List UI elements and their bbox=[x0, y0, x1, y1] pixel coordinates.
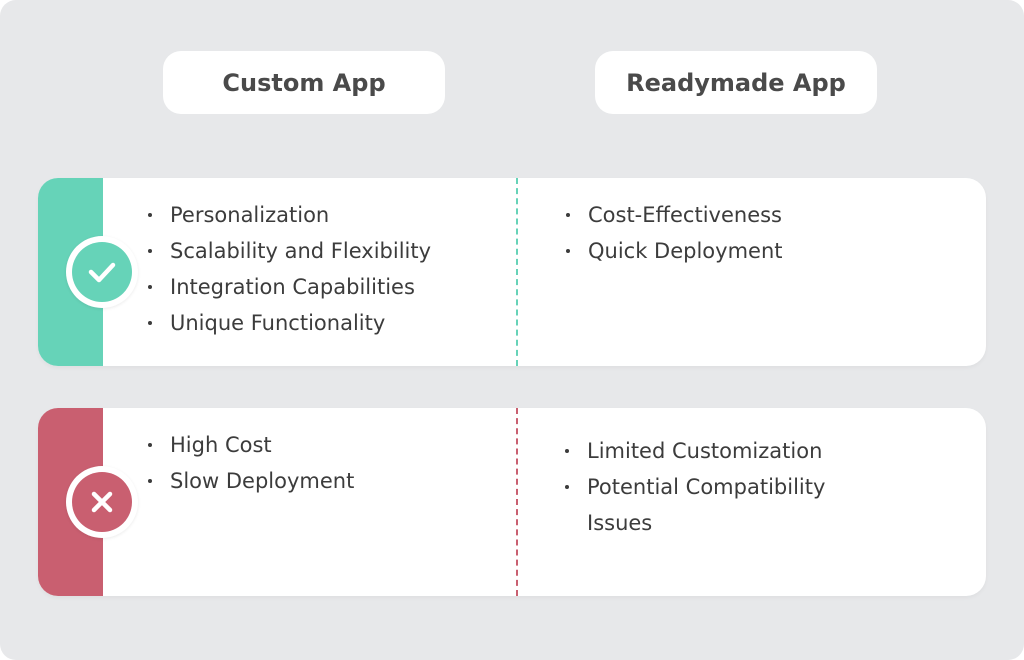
list-item: Quick Deployment bbox=[566, 233, 783, 269]
custom-app-cons-list: High Cost Slow Deployment bbox=[148, 427, 354, 499]
custom-app-pros-list: Personalization Scalability and Flexibil… bbox=[148, 197, 431, 341]
list-item: High Cost bbox=[148, 427, 354, 463]
readymade-app-header-label: Readymade App bbox=[626, 68, 846, 97]
pros-divider bbox=[516, 178, 518, 366]
cons-row: High Cost Slow Deployment Limited Custom… bbox=[38, 408, 986, 596]
check-icon bbox=[88, 262, 116, 283]
pros-badge-inner bbox=[72, 242, 132, 302]
list-item: Slow Deployment bbox=[148, 463, 354, 499]
list-item: Scalability and Flexibility bbox=[148, 233, 431, 269]
cons-badge-inner bbox=[72, 472, 132, 532]
pros-badge bbox=[66, 236, 138, 308]
list-item: Unique Functionality bbox=[148, 305, 431, 341]
readymade-app-pros-list: Cost-Effectiveness Quick Deployment bbox=[566, 197, 783, 269]
cross-icon bbox=[91, 491, 113, 513]
readymade-app-header: Readymade App bbox=[595, 51, 877, 114]
cons-badge bbox=[66, 466, 138, 538]
cons-divider bbox=[516, 408, 518, 596]
pros-row: Personalization Scalability and Flexibil… bbox=[38, 178, 986, 366]
list-item: Integration Capabilities bbox=[148, 269, 431, 305]
list-item: Cost-Effectiveness bbox=[566, 197, 783, 233]
custom-app-header-label: Custom App bbox=[222, 68, 386, 97]
list-item: Limited Customization bbox=[565, 433, 877, 469]
custom-app-header: Custom App bbox=[163, 51, 445, 114]
list-item: Potential Compatibility Issues bbox=[565, 469, 877, 541]
list-item-text: Potential Compatibility Issues bbox=[587, 475, 826, 535]
readymade-app-cons-list: Limited Customization Potential Compatib… bbox=[565, 433, 877, 541]
list-item: Personalization bbox=[148, 197, 431, 233]
